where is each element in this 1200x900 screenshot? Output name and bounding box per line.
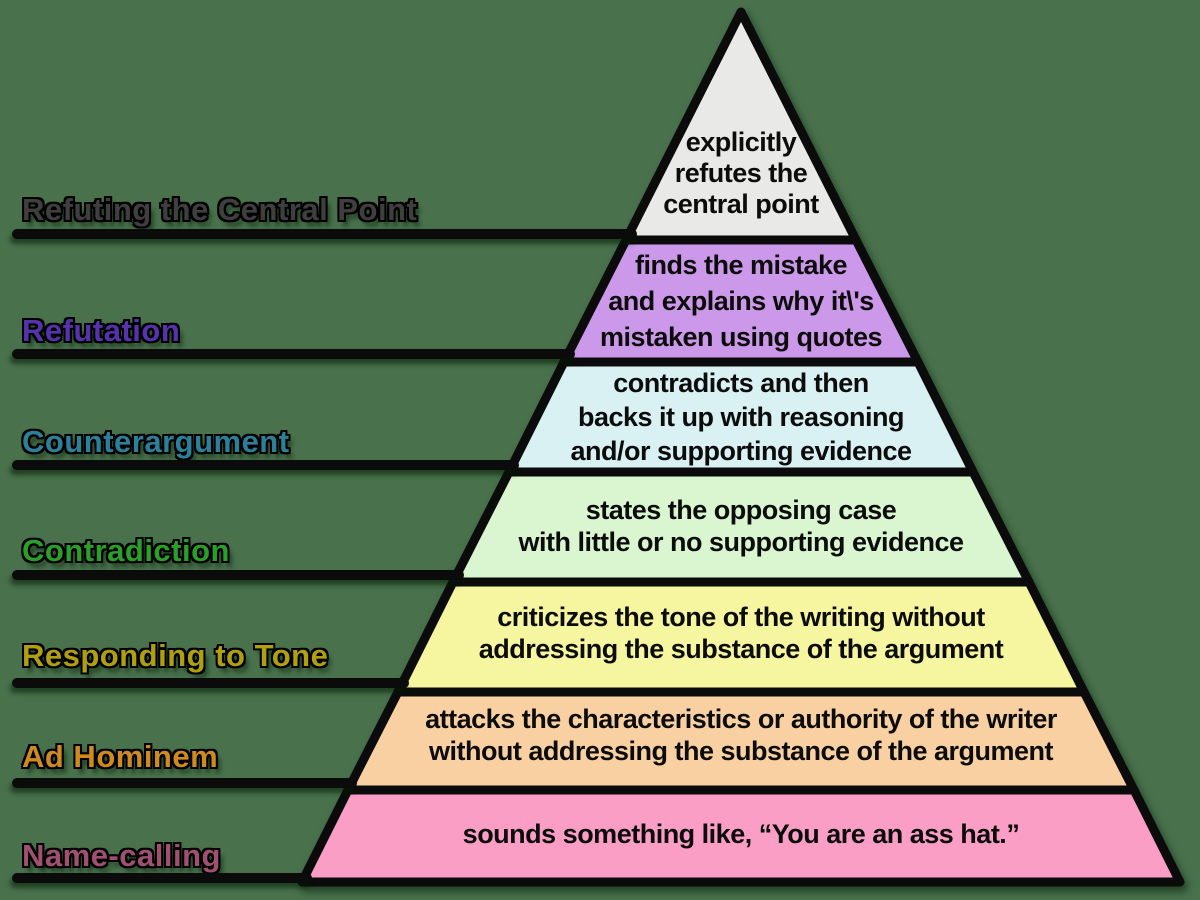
level-label-underline <box>12 349 575 359</box>
level-label-underline <box>12 570 464 580</box>
pyramid-level-description: criticizes the tone of the writing witho… <box>478 602 1004 664</box>
pyramid-level-description: contradicts and then backs it up with re… <box>570 368 912 466</box>
pyramid-level-description: states the opposing case with little or … <box>518 495 964 557</box>
level-label-underline <box>12 229 637 239</box>
pyramid-level-description: explicitly refutes the central point <box>663 127 819 219</box>
level-label-underline <box>12 678 409 688</box>
level-label-refutation: Refutation <box>22 313 181 348</box>
level-label-underline <box>12 778 357 788</box>
pyramid-level-description: attacks the characteristics or authority… <box>425 704 1057 766</box>
level-label-contradiction: Contradiction <box>22 533 230 568</box>
level-label-counterargument: Counterargument <box>22 424 290 459</box>
level-label-underline <box>12 460 519 470</box>
level-label-underline <box>12 873 312 883</box>
level-label-ad-hominem: Ad Hominem <box>22 739 219 774</box>
pyramid-level-shape-name-calling <box>297 785 1185 887</box>
level-label-refuting-central-point: Refuting the Central Point <box>22 192 418 227</box>
pyramid-level-description: sounds something like, “You are an ass h… <box>462 819 1020 849</box>
level-label-name-calling: Name-calling <box>22 838 221 873</box>
pyramid-level-description: finds the mistake and explains why it\'s… <box>599 250 883 352</box>
level-label-responding-to-tone: Responding to Tone <box>22 638 329 673</box>
